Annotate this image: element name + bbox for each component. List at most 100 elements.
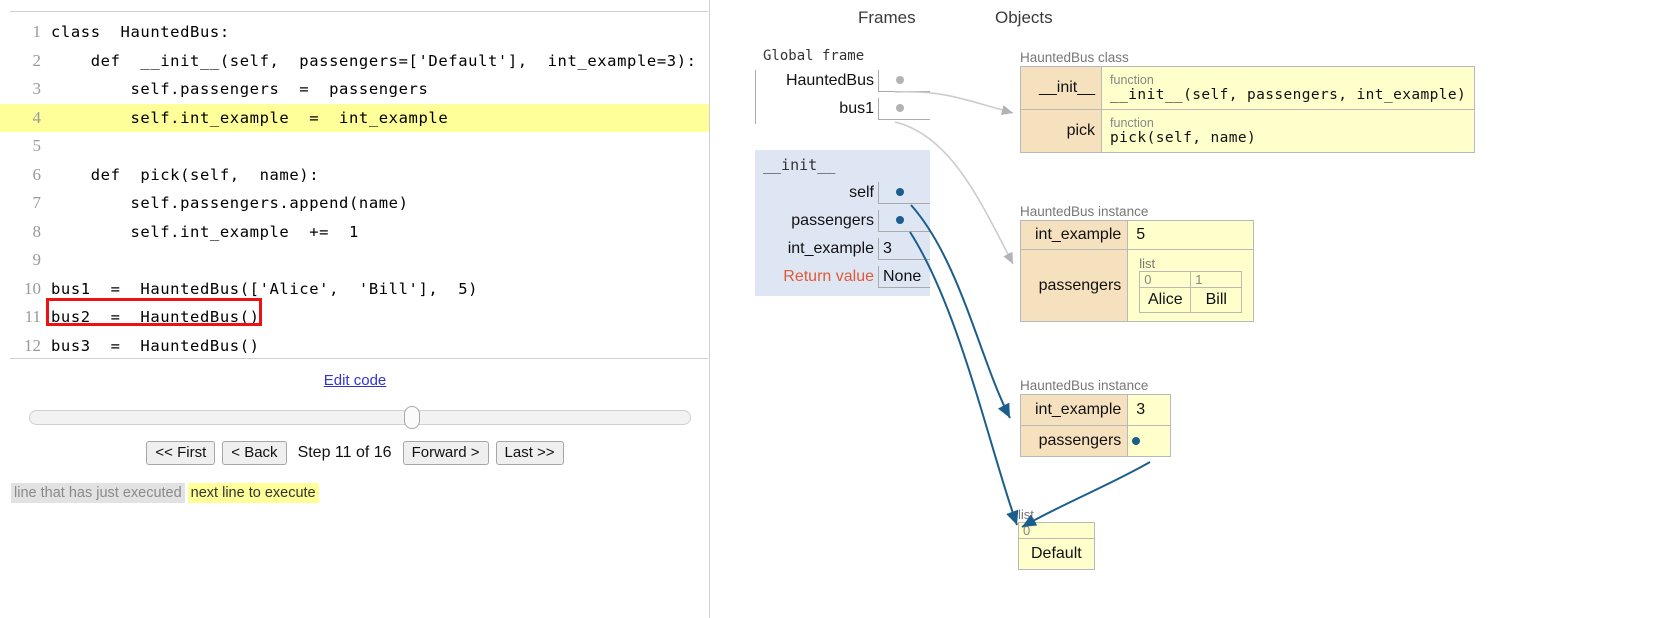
first-button[interactable]: << First bbox=[146, 441, 216, 465]
legend: line that has just executed next line to… bbox=[11, 483, 319, 503]
global-frame-body: HauntedBus bus1 bbox=[755, 70, 930, 124]
return-value: None bbox=[883, 268, 922, 285]
legend-next-label: next line to execute bbox=[187, 483, 319, 503]
code-line[interactable]: 6 def pick(self, name): bbox=[0, 161, 710, 190]
line-code: bus3 = HauntedBus() bbox=[51, 336, 260, 355]
line-code bbox=[51, 246, 710, 275]
line-code: bus2 = HauntedBus() bbox=[51, 308, 260, 327]
line-code: self.passengers.append(name) bbox=[51, 194, 409, 213]
global-frame: Global frame HauntedBus bus1 bbox=[755, 46, 930, 124]
list-index-row: 0 bbox=[1018, 522, 1095, 539]
line-code: class HauntedBus: bbox=[51, 23, 230, 42]
function-signature: pick(self, name) bbox=[1110, 129, 1257, 146]
instance-object-2: HauntedBus instance int_example 3 passen… bbox=[1019, 378, 1172, 457]
code-line-highlighted[interactable]: 4 self.int_example = int_example bbox=[0, 103, 710, 132]
variable-name: HauntedBus bbox=[785, 72, 874, 89]
variable-row-return: Return value None bbox=[755, 266, 930, 288]
pointer-dot-icon bbox=[896, 76, 904, 84]
list-index: 0 bbox=[1018, 522, 1095, 539]
list-table: 0 1 Alice Bill bbox=[1139, 271, 1243, 313]
pointer-dot-icon bbox=[896, 216, 904, 224]
list-index: 1 bbox=[1190, 271, 1243, 288]
class-object-label: HauntedBus class bbox=[1020, 50, 1129, 65]
code-line[interactable]: 9 bbox=[0, 246, 710, 275]
back-button[interactable]: < Back bbox=[222, 441, 287, 465]
code-line[interactable]: 3 self.passengers = passengers bbox=[0, 75, 710, 104]
variable-value-box bbox=[878, 98, 930, 120]
variable-name: int_example bbox=[787, 240, 874, 257]
code-listing: 1 class HauntedBus: 2 def __init__(self,… bbox=[0, 18, 710, 360]
code-line[interactable]: 2 def __init__(self, passengers=['Defaul… bbox=[0, 47, 710, 76]
function-signature: __init__(self, passengers, int_example) bbox=[1110, 86, 1467, 103]
attr-key: passengers bbox=[1019, 425, 1129, 457]
line-number: 5 bbox=[32, 136, 42, 156]
list-index-row: 0 1 bbox=[1139, 271, 1243, 288]
list-item: Alice bbox=[1139, 287, 1192, 313]
line-code bbox=[51, 132, 710, 161]
line-code: self.int_example = int_example bbox=[51, 103, 710, 132]
variable-value-box: 3 bbox=[878, 238, 930, 260]
list-item: Bill bbox=[1190, 287, 1243, 313]
code-panel: 1 class HauntedBus: 2 def __init__(self,… bbox=[0, 0, 710, 618]
line-code: def pick(self, name): bbox=[51, 165, 320, 184]
variable-row: HauntedBus bbox=[756, 70, 930, 92]
attr-key: passengers bbox=[1019, 249, 1129, 322]
line-number: 8 bbox=[32, 221, 42, 241]
list-object: list 0 1 Alice Bill bbox=[1136, 255, 1245, 316]
step-slider-track[interactable] bbox=[29, 410, 691, 425]
code-line[interactable]: 7 self.passengers.append(name) bbox=[0, 189, 710, 218]
list-type-label: list bbox=[1139, 256, 1156, 271]
line-number: 12 bbox=[24, 335, 41, 355]
code-line[interactable]: 10 bus1 = HauntedBus(['Alice', 'Bill'], … bbox=[0, 275, 710, 304]
pointer-dot-icon bbox=[896, 188, 904, 196]
code-line[interactable]: 12 bus3 = HauntedBus() bbox=[0, 332, 710, 361]
attr-key: pick bbox=[1019, 109, 1103, 153]
code-line[interactable]: 11 bus2 = HauntedBus() bbox=[0, 303, 710, 332]
variable-name: passengers bbox=[791, 212, 874, 229]
attr-value: function pick(self, name) bbox=[1101, 109, 1476, 153]
frames-header: Frames bbox=[858, 8, 916, 27]
line-code: self.passengers = passengers bbox=[51, 80, 429, 99]
line-number: 6 bbox=[32, 164, 42, 184]
code-line[interactable]: 1 class HauntedBus: bbox=[0, 18, 710, 47]
line-number: 3 bbox=[32, 79, 42, 99]
variable-value-box: None bbox=[878, 266, 930, 288]
attr-key: int_example bbox=[1019, 220, 1129, 250]
code-line[interactable]: 5 bbox=[0, 132, 710, 161]
default-list-object: list 0 Default bbox=[1018, 508, 1095, 570]
attr-value: 5 bbox=[1127, 220, 1255, 250]
class-object-table: __init__ function __init__(self, passeng… bbox=[1019, 66, 1476, 153]
code-bottom-divider bbox=[10, 358, 708, 359]
code-top-divider bbox=[10, 11, 708, 12]
edit-code-link[interactable]: Edit code bbox=[323, 372, 387, 389]
step-slider-handle[interactable] bbox=[404, 406, 420, 429]
pointer-dot-icon bbox=[1132, 437, 1141, 445]
variable-value-box bbox=[878, 70, 930, 92]
line-number: 10 bbox=[24, 278, 41, 298]
last-button[interactable]: Last >> bbox=[495, 441, 564, 465]
forward-button[interactable]: Forward > bbox=[402, 441, 489, 465]
step-counter-label: Step 11 of 16 bbox=[297, 444, 392, 461]
return-value-label: Return value bbox=[783, 268, 874, 285]
function-type-label: function bbox=[1110, 72, 1154, 87]
line-number: 9 bbox=[32, 250, 42, 270]
list-item: Default bbox=[1018, 538, 1095, 570]
table-row: pick function pick(self, name) bbox=[1019, 109, 1476, 153]
list-table: 0 Default bbox=[1018, 522, 1095, 570]
code-line[interactable]: 8 self.int_example += 1 bbox=[0, 218, 710, 247]
line-number: 4 bbox=[0, 103, 51, 132]
table-row: passengers list 0 1 bbox=[1019, 249, 1255, 322]
list-index: 0 bbox=[1139, 271, 1191, 288]
variable-name: bus1 bbox=[839, 100, 874, 117]
line-code: def __init__(self, passengers=['Default'… bbox=[51, 51, 697, 70]
line-code: self.int_example += 1 bbox=[51, 222, 359, 241]
line-number: 2 bbox=[32, 50, 42, 70]
variable-name: self bbox=[849, 184, 874, 201]
init-frame: __init__ self passengers int_example 3 bbox=[755, 150, 930, 296]
line-number: 11 bbox=[24, 307, 41, 327]
visualization-panel: Frames Objects Global frame HauntedBus b… bbox=[710, 0, 1663, 618]
instance-object-table: int_example 3 passengers bbox=[1019, 394, 1172, 457]
attr-key: int_example bbox=[1019, 394, 1129, 426]
attr-value: list 0 1 Alice Bill bbox=[1127, 249, 1255, 322]
variable-value-box bbox=[878, 182, 930, 204]
